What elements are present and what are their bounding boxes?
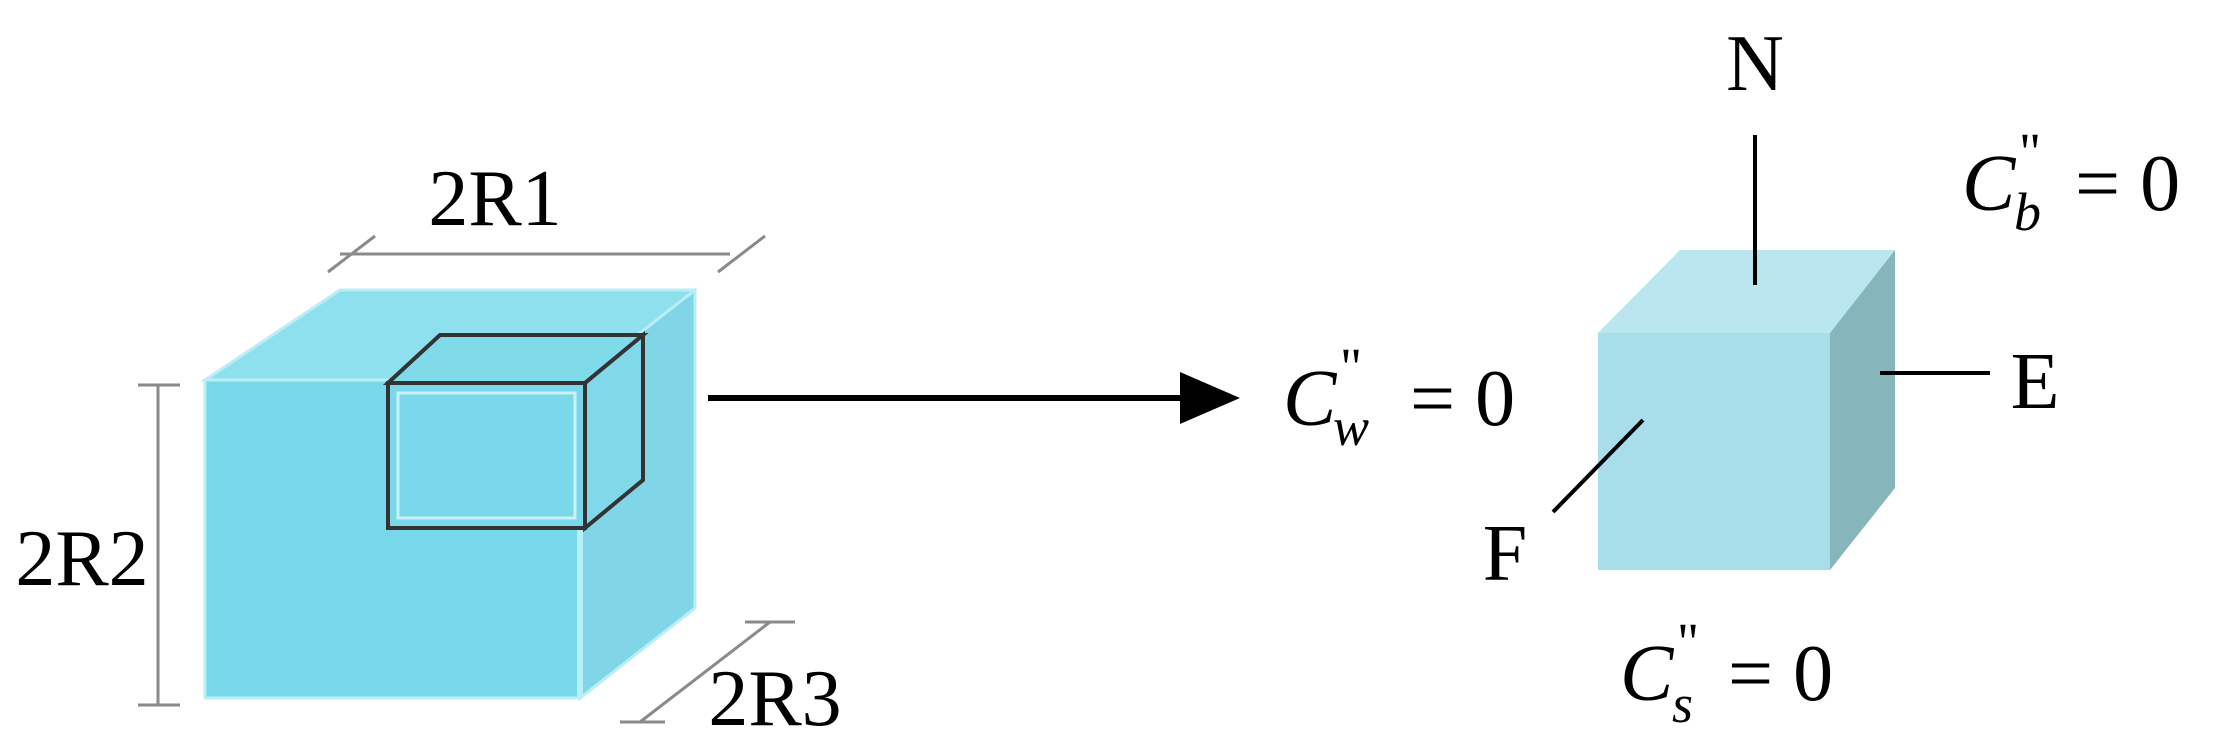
condition-s: C " s = 0 bbox=[1620, 612, 1833, 734]
dimension-width: 2R1 bbox=[327, 155, 766, 274]
dimension-height-label: 2R2 bbox=[15, 515, 148, 603]
dimension-height: 2R2 bbox=[15, 383, 180, 707]
arrowhead-icon bbox=[1180, 372, 1240, 424]
dimension-depth-label: 2R3 bbox=[708, 655, 841, 743]
svg-text:": " bbox=[1340, 337, 1362, 397]
dimension-width-label: 2R1 bbox=[428, 155, 561, 243]
svg-text:= 0: = 0 bbox=[1728, 630, 1833, 718]
inner-subcube-front bbox=[386, 381, 587, 530]
svg-text:C: C bbox=[1962, 140, 2017, 228]
svg-text:= 0: = 0 bbox=[1410, 355, 1515, 443]
condition-w: C " w = 0 bbox=[1283, 337, 1515, 457]
svg-text:C: C bbox=[1283, 355, 1338, 443]
svg-text:w: w bbox=[1333, 397, 1369, 457]
svg-text:b: b bbox=[2014, 182, 2041, 242]
transform-arrow bbox=[708, 372, 1240, 424]
right-block-side-face bbox=[1830, 250, 1895, 570]
svg-text:= 0: = 0 bbox=[2075, 140, 2180, 228]
condition-b: C " b = 0 bbox=[1962, 122, 2180, 242]
front-pointer bbox=[1551, 418, 1645, 514]
right-block-top-face bbox=[1598, 250, 1895, 333]
dimension-depth: 2R3 bbox=[620, 620, 842, 743]
right-block: N E F bbox=[1483, 20, 2060, 598]
label-north: N bbox=[1726, 20, 1784, 108]
label-east: E bbox=[2011, 338, 2060, 426]
label-front: F bbox=[1483, 510, 1528, 598]
svg-text:s: s bbox=[1672, 674, 1693, 734]
svg-text:C: C bbox=[1620, 630, 1675, 718]
svg-text:": " bbox=[2019, 122, 2041, 182]
left-block: 2R1 2R2 2R3 bbox=[15, 155, 841, 743]
inner-subcube bbox=[382, 330, 649, 533]
svg-text:": " bbox=[1677, 612, 1699, 672]
right-block-front-face bbox=[1598, 333, 1830, 570]
